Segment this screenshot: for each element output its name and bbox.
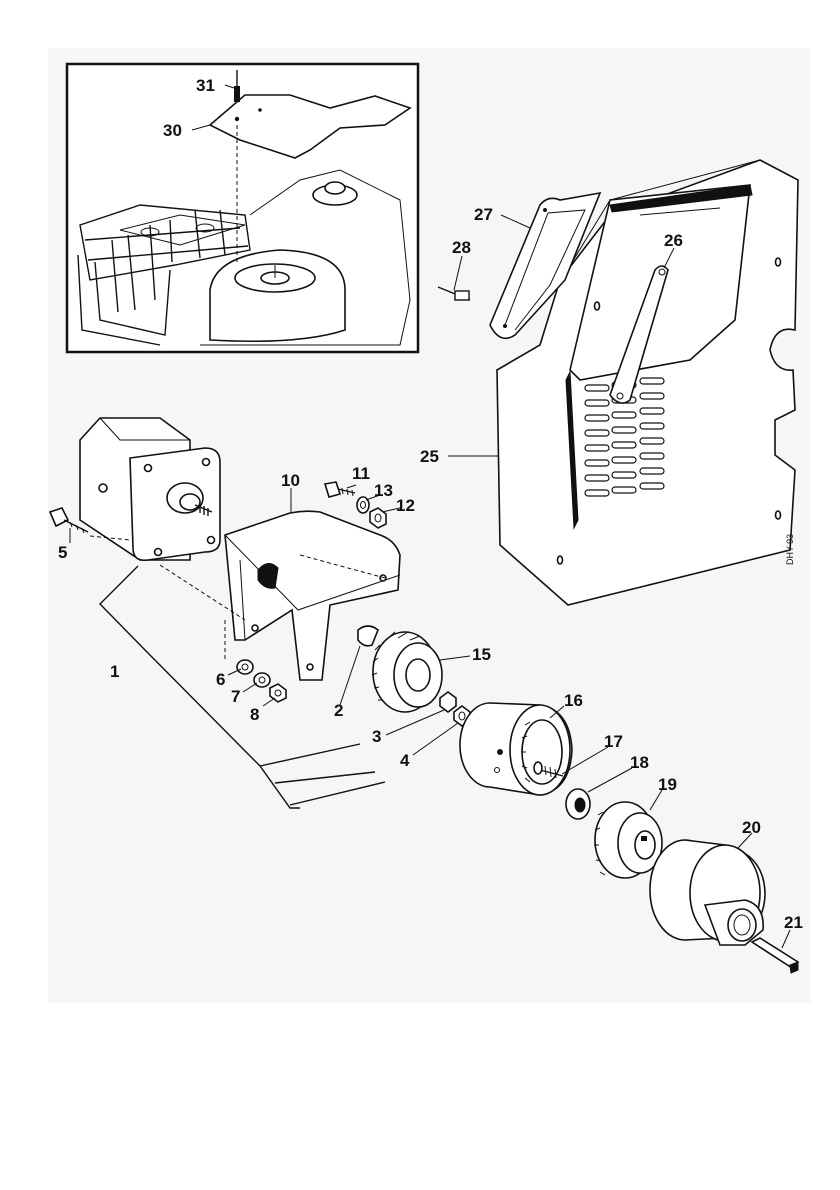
part-11-bolt bbox=[325, 482, 355, 497]
callout-30: 30 bbox=[163, 121, 182, 140]
callout-11: 11 bbox=[352, 464, 370, 483]
callout-28: 28 bbox=[452, 238, 471, 257]
callout-3: 3 bbox=[372, 727, 381, 746]
part-6-washer bbox=[237, 660, 253, 674]
part-2-key bbox=[358, 626, 378, 646]
callout-16: 16 bbox=[564, 691, 583, 710]
callout-25: 25 bbox=[420, 447, 439, 466]
callout-18: 18 bbox=[630, 753, 649, 772]
callout-15: 15 bbox=[472, 645, 491, 664]
part-1-pump bbox=[80, 418, 220, 560]
callout-12: 12 bbox=[396, 496, 415, 515]
callout-13: 13 bbox=[374, 481, 393, 500]
part-20-pulley bbox=[650, 840, 765, 945]
callout-31: 31 bbox=[196, 76, 215, 95]
callout-4: 4 bbox=[400, 751, 410, 770]
callout-6: 6 bbox=[216, 670, 225, 689]
callout-19: 19 bbox=[658, 775, 677, 794]
part-3-nut bbox=[440, 692, 456, 712]
callout-21: 21 bbox=[784, 913, 803, 932]
part-19-gear bbox=[594, 802, 662, 878]
callout-26: 26 bbox=[664, 231, 683, 250]
callout-10: 10 bbox=[281, 471, 300, 490]
callout-27: 27 bbox=[474, 205, 493, 224]
callout-5: 5 bbox=[58, 543, 67, 562]
drawing-code: DHY-93 bbox=[785, 534, 795, 565]
part-15-gear bbox=[372, 632, 442, 712]
part-12-nut bbox=[370, 508, 386, 528]
callout-20: 20 bbox=[742, 818, 761, 837]
part-21-key bbox=[752, 938, 798, 973]
part-16-coupling-sleeve bbox=[460, 703, 572, 795]
callout-8: 8 bbox=[250, 705, 259, 724]
callout-7: 7 bbox=[231, 687, 240, 706]
part-7-washer bbox=[254, 673, 270, 687]
callout-17: 17 bbox=[604, 732, 623, 751]
callout-1: 1 bbox=[110, 662, 119, 681]
callout-2: 2 bbox=[334, 701, 343, 720]
part-18-spacer bbox=[566, 789, 590, 819]
